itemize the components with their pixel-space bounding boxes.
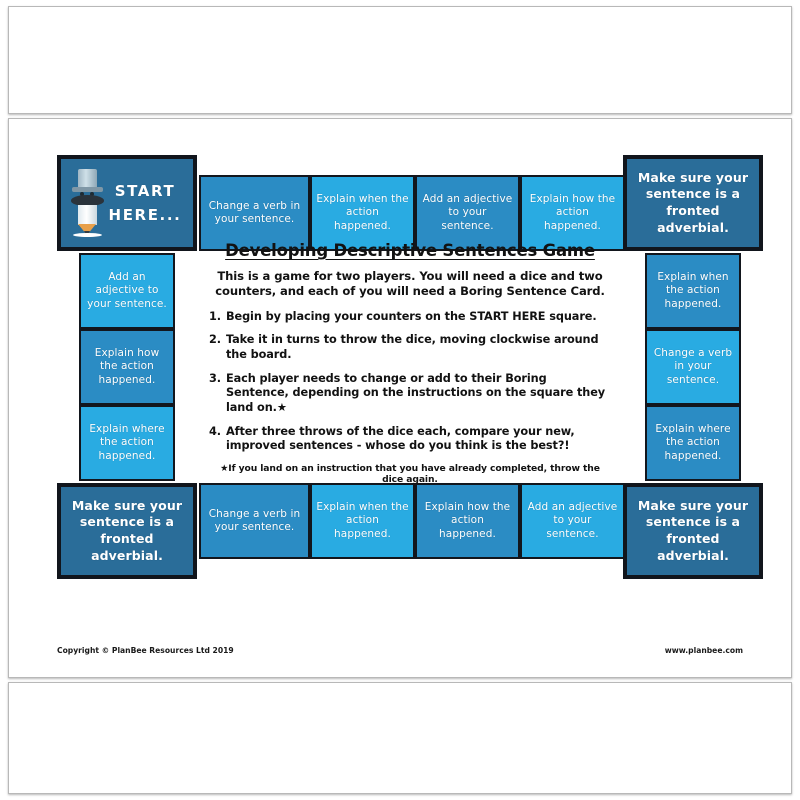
rule-number: 1. (209, 309, 221, 323)
website-text: www.planbee.com (664, 646, 743, 655)
board-square-label: Make sure your sentence is a fronted adv… (637, 497, 749, 563)
board-square-label: Explain how the action happened. (94, 346, 160, 386)
board-square-top-3[interactable]: Add an adjective to your sentence. (415, 175, 520, 251)
instructions-block: Developing Descriptive Sentences Game Th… (209, 241, 611, 539)
board-square-corner-bottom-left[interactable]: Make sure your sentence is a fronted adv… (57, 483, 197, 579)
rule-text: After three throws of the dice each, com… (226, 424, 575, 453)
board-square-bottom-4[interactable]: Add an adjective to your sentence. (520, 483, 625, 559)
board-square-label: Explain when the action happened. (657, 270, 729, 310)
rule-number: 4. (209, 424, 221, 438)
pencil-character-icon (67, 167, 107, 239)
copyright-text: Copyright © PlanBee Resources Ltd 2019 (57, 646, 234, 655)
board-square-label: Add an adjective to your sentence. (422, 192, 513, 232)
rule-text: Each player needs to change or add to th… (226, 371, 606, 415)
board-square-label: Explain how the action happened. (424, 500, 511, 540)
board-square-right-1[interactable]: Explain when the action happened. (645, 253, 741, 329)
board-square-label: Change a verb in your sentence. (208, 199, 301, 225)
intro-text: This is a game for two players. You will… (215, 269, 605, 298)
board-square-right-2[interactable]: Change a verb in your sentence. (645, 329, 741, 405)
document-page-top (8, 6, 792, 114)
rule-number: 2. (209, 333, 221, 347)
page-title: Developing Descriptive Sentences Game (225, 241, 595, 260)
board-square-top-1[interactable]: Change a verb in your sentence. (199, 175, 310, 251)
footnote-text: ★If you land on an instruction that you … (220, 463, 600, 486)
board-square-top-4[interactable]: Explain how the action happened. (520, 175, 625, 251)
board-square-left-1[interactable]: Add an adjective to your sentence. (79, 253, 175, 329)
board-square-label: Explain where the action happened. (655, 422, 731, 462)
board-square-label: Explain when the action happened. (316, 500, 409, 540)
board-square-label: Explain when the action happened. (316, 192, 409, 232)
board-square-right-3[interactable]: Explain where the action happened. (645, 405, 741, 481)
rule-item: 2. Take it in turns to throw the dice, m… (209, 333, 611, 362)
document-page-bottom (8, 682, 792, 794)
rule-text: Begin by placing your counters on the ST… (226, 309, 597, 323)
board-square-label: Add an adjective to your sentence. (527, 500, 618, 540)
board-square-label: Explain how the action happened. (529, 192, 616, 232)
board-square-label: Add an adjective to your sentence. (87, 270, 167, 310)
board-square-bottom-2[interactable]: Explain when the action happened. (310, 483, 415, 559)
board-square-corner-top-right[interactable]: Make sure your sentence is a fronted adv… (623, 155, 763, 251)
board-square-left-2[interactable]: Explain how the action happened. (79, 329, 175, 405)
board-square-label: Change a verb in your sentence. (653, 346, 733, 386)
board-square-top-2[interactable]: Explain when the action happened. (310, 175, 415, 251)
board-square-label: Make sure your sentence is a fronted adv… (637, 169, 749, 235)
board-square-bottom-1[interactable]: Change a verb in your sentence. (199, 483, 310, 559)
board-square-corner-bottom-right[interactable]: Make sure your sentence is a fronted adv… (623, 483, 763, 579)
board-square-label: Explain where the action happened. (89, 422, 165, 462)
rule-text: Take it in turns to throw the dice, movi… (226, 333, 599, 361)
board-square-left-3[interactable]: Explain where the action happened. (79, 405, 175, 481)
board-square-label: Make sure your sentence is a fronted adv… (71, 497, 183, 563)
rule-number: 3. (209, 371, 221, 385)
board-square-label: Change a verb in your sentence. (208, 507, 301, 533)
rule-item: 4. After three throws of the dice each, … (209, 425, 611, 454)
rule-item: 3. Each player needs to change or add to… (209, 372, 611, 416)
board-square-bottom-3[interactable]: Explain how the action happened. (415, 483, 520, 559)
rule-item: 1. Begin by placing your counters on the… (209, 310, 611, 325)
